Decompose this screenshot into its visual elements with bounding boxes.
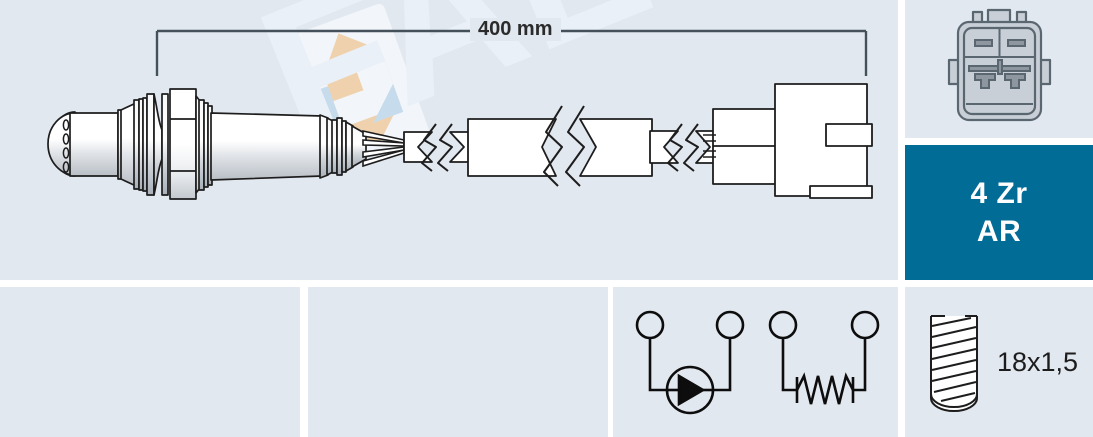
connector-pinout-panel	[905, 0, 1093, 138]
cap-vent-holes	[62, 119, 70, 173]
wiring-schematic-diagram	[635, 310, 880, 415]
connector-terminals-lower	[968, 59, 1031, 89]
thread-size-label: 18x1,5	[997, 346, 1079, 377]
rear-crimp-rings	[319, 114, 354, 179]
blank-panel-b	[308, 287, 608, 437]
connector-plug	[703, 83, 873, 199]
badge-line-code: AR	[976, 214, 1022, 248]
blank-panel-a	[0, 287, 300, 437]
break-symbol	[667, 123, 699, 172]
sealing-washer	[146, 93, 169, 196]
sensor-drawing: FAE	[47, 4, 873, 200]
connector-face-diagram	[947, 8, 1052, 122]
dimension-label: 400 mm	[470, 18, 561, 41]
main-drawing-panel: FAE	[0, 0, 898, 280]
thread-spec-panel: 18x1,5	[905, 287, 1093, 437]
hex-nut	[169, 88, 201, 200]
sensing-element-circuit	[635, 310, 745, 415]
spec-badge-panel: 4 Zr AR	[905, 145, 1093, 280]
threaded-collar	[198, 99, 213, 191]
threaded-bore-icon	[930, 315, 978, 412]
main-sensor-housing	[210, 112, 323, 181]
badge-line-wires: 4 Zr	[970, 177, 1028, 211]
sensor-shield-body	[69, 112, 119, 177]
protective-cap	[47, 111, 77, 177]
connector-terminals-upper	[974, 39, 1026, 47]
heater-element-circuit	[768, 310, 880, 405]
break-symbol	[421, 123, 453, 172]
wiring-schematic-panel	[613, 287, 898, 437]
break-symbol	[543, 105, 585, 187]
cable-segments	[403, 105, 717, 187]
sensor-assembly	[47, 88, 367, 200]
shield-rib-band	[133, 97, 148, 192]
